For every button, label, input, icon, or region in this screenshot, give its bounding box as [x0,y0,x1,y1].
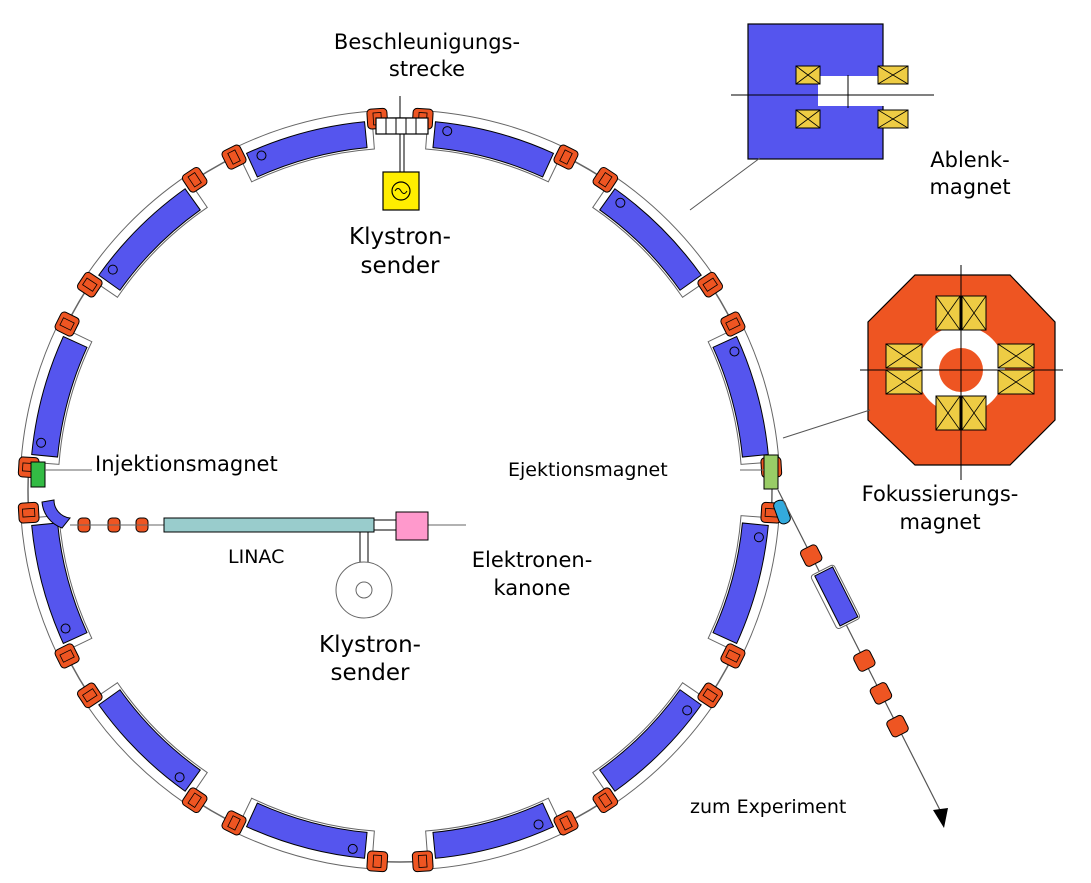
quadrupole-magnet [221,144,247,170]
quadrupole-magnet [697,682,724,709]
dipole-magnet [707,324,780,465]
quadrupole-magnet [697,271,724,298]
fokus-label-2: magnet [899,510,981,534]
quadrupole-magnet [720,643,746,669]
accel-label-2: strecke [388,57,466,81]
klystron-top-label-2: sender [360,253,440,279]
quadrupole-magnet [366,850,389,873]
experiment-label: zum Experiment [690,796,847,818]
acceleration-section [375,96,429,172]
coil [961,295,987,331]
quadrupole-magnet [221,810,247,836]
klystron-top-label-1: Klystron- [349,224,451,250]
dipole-magnet [592,682,715,805]
dipole-magnet [20,515,93,656]
coil [935,295,961,331]
coil [795,65,821,85]
dipole-magnet [20,324,93,465]
dipole-magnet [707,515,780,656]
quadrupole-magnet [76,271,103,298]
quadrupole-magnet [592,166,619,193]
dipole-magnet [425,110,566,183]
injection-bend [41,499,71,529]
extraction-dipole [810,564,861,629]
extraction-quadrupole [869,682,893,705]
linac [163,517,375,533]
coil [795,109,821,129]
quadrupole-magnet [76,682,103,709]
quadrupole-magnet [54,643,80,669]
klystron-top [382,171,420,211]
dipole-magnet [592,175,715,298]
coil [997,369,1035,395]
dipole-magnets [20,110,780,870]
elektronen-label-2: kanone [493,576,571,600]
quadrupole-magnet [553,810,579,836]
dipole-magnet [234,110,375,183]
elektronen-kanone [395,511,429,541]
quadrupole-magnet [720,311,746,337]
extraction-quadrupole [886,714,909,738]
coil [961,395,987,431]
quadrupole-magnet [17,501,40,524]
linac-label: LINAC [228,546,285,568]
extraction-quadrupole [853,649,876,672]
ablenk-magnet [689,23,934,211]
ejektion-magnet [763,454,779,490]
coil [877,109,909,129]
dipole-magnet [85,175,208,298]
klystron-bottom [335,532,393,619]
coil [885,369,923,395]
coil [997,343,1035,369]
ejektion-label: Ejektionsmagnet [508,459,668,481]
klystron-bottom-label-1: Klystron- [319,632,421,658]
ablenk-label-2: magnet [929,175,1011,199]
quadrupole-magnet [54,311,80,337]
quadrupole-magnet [592,787,619,814]
extraction-quadrupole [799,544,823,567]
injektion-magnet [30,461,46,488]
fokus-magnet [782,265,1063,480]
quadrupole-magnet [181,166,208,193]
injektion-label: Injektionsmagnet [95,452,278,476]
dipole-magnet [85,682,208,805]
sine-wave-icon [391,181,411,201]
beamline-elements [799,544,909,738]
dipole-magnet [234,797,375,870]
klystron-bottom-label-2: sender [330,660,410,686]
fokus-label-1: Fokussierungs- [861,482,1019,506]
quadrupole-magnet [181,787,208,814]
coil [877,65,909,85]
coil [885,343,923,369]
quadrupole-magnet [553,144,579,170]
quadrupole-magnet [411,850,434,873]
arrow-head-icon [933,808,948,828]
dipole-magnet [425,797,566,870]
accel-label-1: Beschleunigungs- [333,30,521,54]
elektronen-label-1: Elektronen- [471,548,593,572]
coil [935,395,961,431]
ablenk-label-1: Ablenk- [930,148,1010,172]
